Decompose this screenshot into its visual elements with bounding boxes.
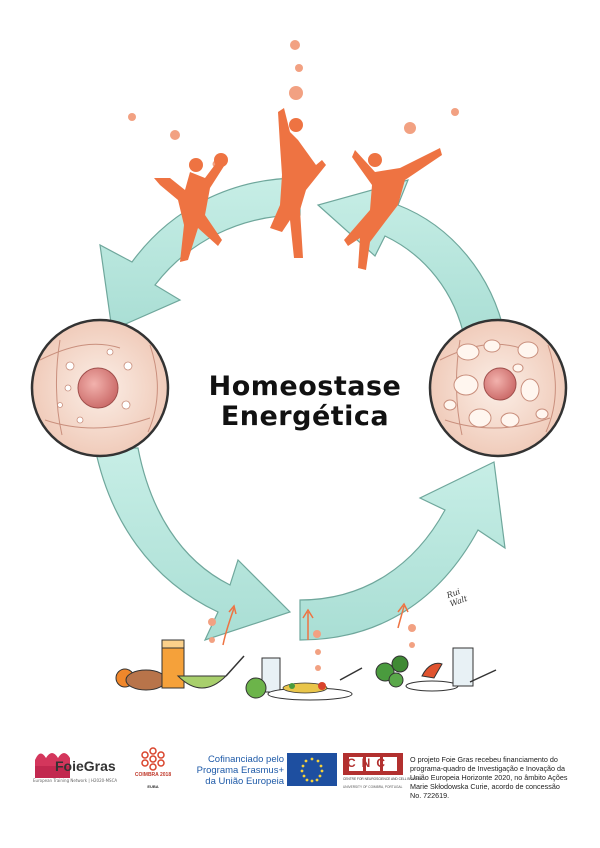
erasmus-cofunding-label: Cofinanciado pelo Programa Erasmus+ da U… bbox=[196, 754, 284, 787]
left-adipocyte bbox=[30, 318, 170, 458]
food-group-middle bbox=[245, 657, 363, 701]
cnc-name: CENTRE FOR NEUROSCIENCE AND CELL BIOLOGY bbox=[343, 777, 422, 781]
foiegras-logo: FoieGras European Training Network | H20… bbox=[33, 748, 123, 788]
cnc-logo: CNC CENTRE FOR NEUROSCIENCE AND CELL BIO… bbox=[343, 753, 422, 793]
erasmus-line-2: Programa Erasmus+ bbox=[196, 765, 284, 776]
cnc-mark: CNC bbox=[347, 756, 391, 770]
coimbra-flower-icon bbox=[141, 747, 165, 771]
player-middle bbox=[270, 108, 326, 258]
eu-flag-icon bbox=[287, 753, 337, 786]
coimbra-line-2: EUBA bbox=[147, 784, 159, 789]
player-left bbox=[154, 153, 228, 262]
coimbra-line-1: COIMBRA 2018 bbox=[134, 772, 172, 778]
arrow-bottom-right bbox=[299, 461, 506, 641]
title-line-2: Energética bbox=[220, 401, 390, 432]
food-group-left bbox=[115, 639, 245, 691]
food-group-right bbox=[375, 647, 497, 692]
foiegras-name: FoieGras bbox=[55, 758, 116, 774]
erasmus-line-1: Cofinanciado pelo bbox=[207, 754, 284, 765]
arrow-left-bottom bbox=[94, 447, 292, 642]
coimbra-logo: COIMBRA 2018 EUBA bbox=[128, 742, 178, 792]
title-line-1: Homeostase bbox=[208, 371, 402, 402]
cnc-logo-mark bbox=[343, 753, 403, 775]
cnc-subtitle: UNIVERSITY OF COIMBRA, PORTUGAL bbox=[343, 785, 403, 789]
right-adipocyte bbox=[428, 318, 568, 458]
foiegras-logo-mark bbox=[35, 753, 70, 778]
erasmus-line-3: da União Europeia bbox=[205, 776, 284, 787]
funding-statement: O projeto Foie Gras recebeu financiament… bbox=[410, 755, 568, 800]
player-right bbox=[344, 148, 442, 270]
food-arrows bbox=[222, 602, 409, 646]
arrow-right-top bbox=[316, 179, 506, 341]
diagram-title: Homeostase Energética bbox=[185, 372, 425, 432]
foiegras-subtitle: European Training Network | H2020-MSCA bbox=[33, 778, 118, 783]
